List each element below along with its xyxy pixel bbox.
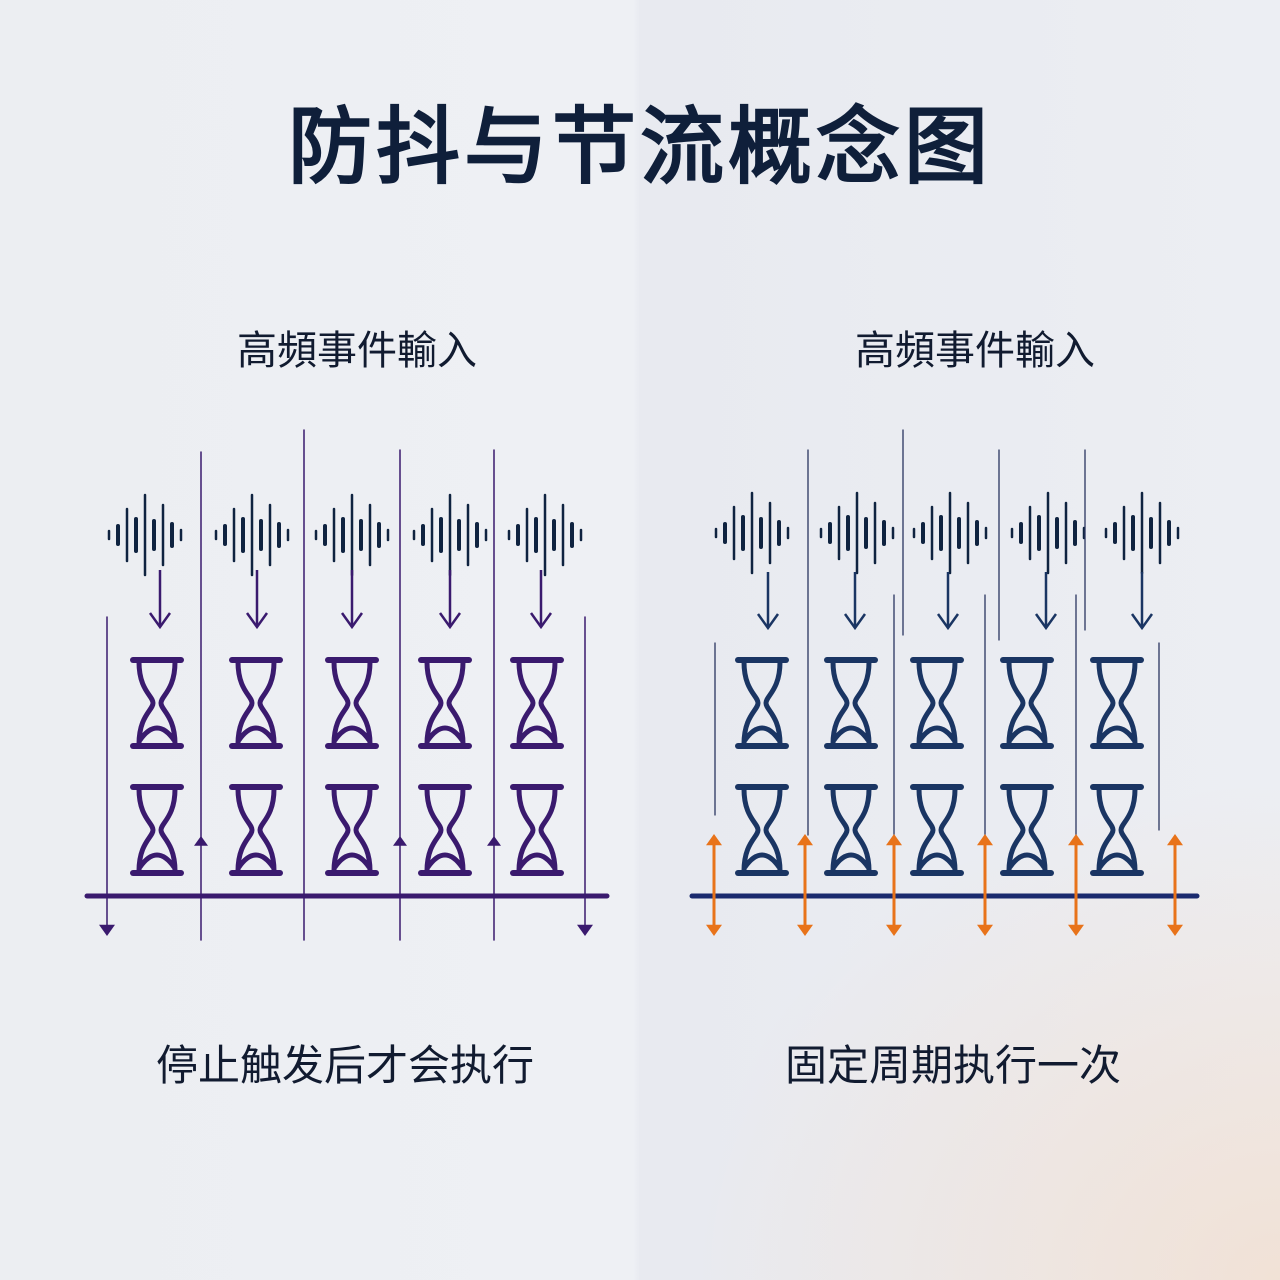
hourglass-body bbox=[331, 659, 373, 747]
hourglass-body bbox=[1096, 659, 1138, 747]
arrow-head bbox=[843, 613, 867, 631]
down-arrow-icon bbox=[936, 572, 960, 631]
arrowhead-icon bbox=[99, 924, 115, 936]
arrow-head bbox=[438, 612, 462, 630]
arrow-head bbox=[529, 612, 553, 630]
hourglass-body bbox=[1006, 786, 1048, 874]
arrowhead-icon bbox=[1167, 834, 1183, 846]
arrowhead-icon bbox=[1068, 834, 1084, 846]
hourglass-icon bbox=[910, 784, 964, 876]
hourglass-icon bbox=[824, 657, 878, 749]
arrow-head bbox=[1034, 613, 1058, 631]
down-arrow-icon bbox=[245, 570, 269, 630]
sound-wave-icon bbox=[214, 493, 290, 577]
sound-wave-icon bbox=[714, 491, 790, 575]
hourglass-body bbox=[235, 786, 277, 874]
hourglass-icon bbox=[1000, 784, 1054, 876]
arrowhead-icon bbox=[797, 834, 813, 846]
hourglass-body bbox=[516, 786, 558, 874]
hourglass-icon bbox=[325, 657, 379, 749]
arrowhead-icon bbox=[886, 834, 902, 846]
down-arrow-icon bbox=[1130, 572, 1154, 631]
hourglass-icon bbox=[735, 784, 789, 876]
sound-wave-icon bbox=[314, 493, 390, 577]
arrowhead-icon bbox=[706, 924, 722, 936]
hourglass-body bbox=[235, 659, 277, 747]
arrowhead-icon bbox=[1167, 924, 1183, 936]
throttle-caption: 固定周期执行一次 bbox=[784, 1041, 1122, 1090]
hourglass-body bbox=[136, 659, 178, 747]
arrowhead-icon bbox=[393, 836, 407, 846]
arrowhead-icon bbox=[194, 836, 208, 846]
arrow-head bbox=[1130, 613, 1154, 631]
arrowhead-icon bbox=[797, 924, 813, 936]
hourglass-body bbox=[830, 659, 872, 747]
hourglass-body bbox=[1096, 786, 1138, 874]
arrowhead-icon bbox=[977, 834, 993, 846]
hourglass-icon bbox=[418, 657, 472, 749]
hourglass-body bbox=[830, 786, 872, 874]
sound-wave-icon bbox=[819, 491, 895, 575]
hourglass-icon bbox=[910, 657, 964, 749]
sound-wave-icon bbox=[912, 491, 988, 575]
hourglass-icon bbox=[229, 784, 283, 876]
hourglass-icon bbox=[1000, 657, 1054, 749]
page-title: 防抖与节流概念图 bbox=[287, 98, 993, 196]
hourglass-icon bbox=[824, 784, 878, 876]
hourglass-body bbox=[424, 659, 466, 747]
hourglass-body bbox=[916, 659, 958, 747]
arrow-head bbox=[340, 612, 364, 630]
hourglass-icon bbox=[510, 657, 564, 749]
hourglass-icon bbox=[1090, 784, 1144, 876]
debounce-caption: 停止触发后才会执行 bbox=[155, 1041, 535, 1090]
sound-wave-icon bbox=[507, 493, 583, 577]
hourglass-icon bbox=[510, 784, 564, 876]
hourglass-body bbox=[424, 786, 466, 874]
hourglass-icon bbox=[325, 784, 379, 876]
down-arrow-icon bbox=[438, 570, 462, 630]
down-arrow-icon bbox=[843, 572, 867, 631]
sound-wave-icon bbox=[1010, 491, 1086, 575]
hourglass-icon bbox=[130, 784, 184, 876]
arrowhead-icon bbox=[487, 836, 501, 846]
arrow-head bbox=[756, 613, 780, 631]
hourglass-icon bbox=[130, 657, 184, 749]
arrowhead-icon bbox=[886, 924, 902, 936]
debounce-input-label: 高頻事件輸入 bbox=[237, 328, 477, 374]
down-arrow-icon bbox=[756, 572, 780, 631]
hourglass-icon bbox=[735, 657, 789, 749]
arrowhead-icon bbox=[1068, 924, 1084, 936]
arrowhead-icon bbox=[706, 834, 722, 846]
sound-wave-icon bbox=[412, 493, 488, 577]
down-arrow-icon bbox=[529, 570, 553, 630]
arrow-head bbox=[245, 612, 269, 630]
down-arrow-icon bbox=[148, 570, 172, 630]
hourglass-body bbox=[1006, 659, 1048, 747]
arrowhead-icon bbox=[577, 924, 593, 936]
hourglass-body bbox=[331, 786, 373, 874]
hourglass-body bbox=[136, 786, 178, 874]
sound-wave-icon bbox=[107, 493, 183, 577]
hourglass-icon bbox=[1090, 657, 1144, 749]
hourglass-icon bbox=[229, 657, 283, 749]
throttle-input-label: 高頻事件輸入 bbox=[855, 328, 1095, 374]
down-arrow-icon bbox=[340, 570, 364, 630]
hourglass-body bbox=[516, 659, 558, 747]
sound-wave-icon bbox=[1104, 491, 1180, 575]
hourglass-body bbox=[916, 786, 958, 874]
hourglass-icon bbox=[418, 784, 472, 876]
down-arrow-icon bbox=[1034, 572, 1058, 631]
arrowhead-icon bbox=[977, 924, 993, 936]
arrow-head bbox=[936, 613, 960, 631]
arrow-head bbox=[148, 612, 172, 630]
hourglass-body bbox=[741, 786, 783, 874]
hourglass-body bbox=[741, 659, 783, 747]
